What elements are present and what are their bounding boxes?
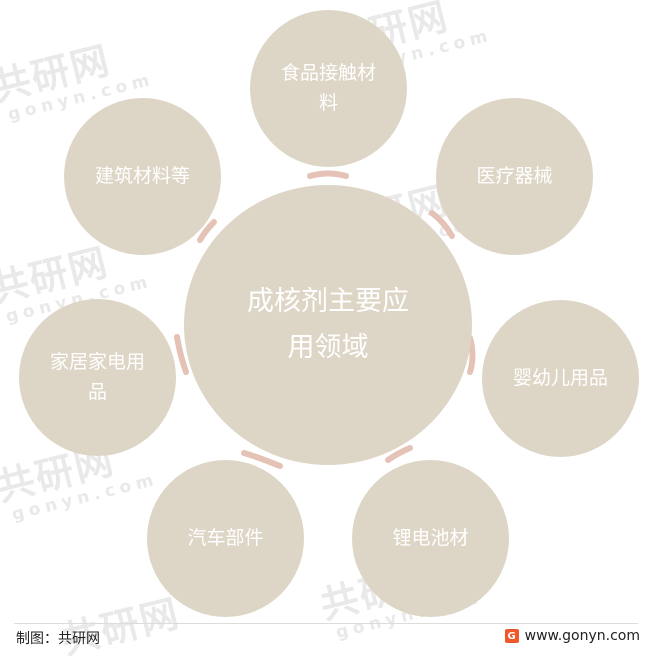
footer-divider bbox=[14, 623, 638, 624]
footer: 制图：共研网 G www.gonyn.com bbox=[0, 623, 652, 648]
node-center: 成核剂主要应用领域 bbox=[184, 185, 472, 465]
node-food-contact: 食品接触材料 bbox=[250, 10, 407, 167]
node-auto-parts: 汽车部件 bbox=[147, 460, 304, 617]
node-lithium-battery: 锂电池材 bbox=[352, 460, 509, 617]
footer-source: 制图：共研网 bbox=[16, 631, 100, 647]
node-medical-devices: 医疗器械 bbox=[436, 98, 593, 255]
gonyn-logo-icon: G bbox=[504, 629, 519, 643]
node-infant-products: 婴幼儿用品 bbox=[482, 300, 639, 457]
footer-brand: G www.gonyn.com bbox=[504, 628, 640, 644]
footer-website[interactable]: www.gonyn.com bbox=[524, 628, 640, 644]
node-home-appliances: 家居家电用品 bbox=[19, 299, 176, 456]
node-building-materials: 建筑材料等 bbox=[64, 98, 221, 255]
connector-arc bbox=[307, 170, 349, 179]
